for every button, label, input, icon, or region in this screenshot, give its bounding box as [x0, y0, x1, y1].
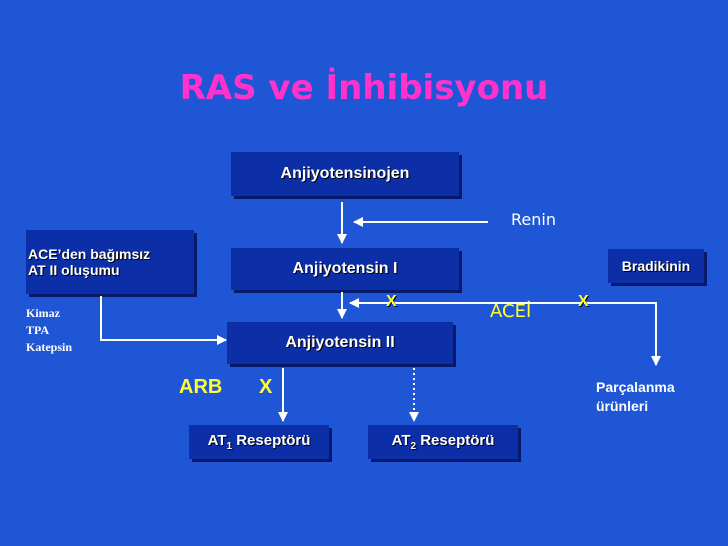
enzyme-tpa: TPA [26, 323, 50, 337]
x-mark-ace: X [386, 293, 397, 310]
breakdown-line1: Parçalanma [596, 379, 675, 395]
angiotensin2-label: Anjiyotensin II [285, 334, 395, 351]
at2-receptor-box: AT2 Reseptörü [368, 425, 518, 459]
breakdown-products-label: Parçalanma ürünleri [596, 378, 675, 416]
angiotensin2-box: Anjiyotensin II [227, 322, 453, 364]
at2-receptor-label: AT2 Reseptörü [391, 432, 495, 452]
arb-label: ARB [179, 376, 223, 398]
arrow-bradykinin-breakdown [632, 302, 661, 366]
breakdown-line2: ürünleri [596, 398, 649, 414]
bradykinin-box: Bradikinin [608, 249, 704, 283]
at1-receptor-label: AT1 Reseptörü [207, 432, 311, 452]
at1-receptor-box: AT1 Reseptörü [189, 425, 329, 459]
ace-independent-line1: ACE’den bağımsız [28, 246, 151, 262]
angiotensinogen-box: Anjiyotensinojen [231, 152, 459, 196]
acei-label: ACEİ [490, 301, 532, 322]
renin-label: Renin [511, 210, 556, 229]
page-title: RAS ve İnhibisyonu [179, 68, 549, 108]
enzyme-cathepsin: Katepsin [26, 340, 73, 354]
x-mark-bradykinin: X [578, 293, 589, 310]
angiotensinogen-label: Anjiyotensinojen [280, 165, 410, 182]
arrow-ace-independent [100, 296, 227, 345]
angiotensin1-label: Anjiyotensin I [292, 260, 398, 277]
enzyme-chymase: Kimaz [26, 306, 60, 320]
angiotensin1-box: Anjiyotensin I [231, 248, 459, 290]
ace-independent-box: ACE’den bağımsız AT II oluşumu [26, 230, 194, 294]
x-mark-arb: X [259, 376, 273, 398]
ace-independent-line2: AT II oluşumu [28, 262, 120, 278]
bradykinin-label: Bradikinin [621, 258, 691, 274]
enzyme-list: Kimaz TPA Katepsin [26, 305, 72, 356]
